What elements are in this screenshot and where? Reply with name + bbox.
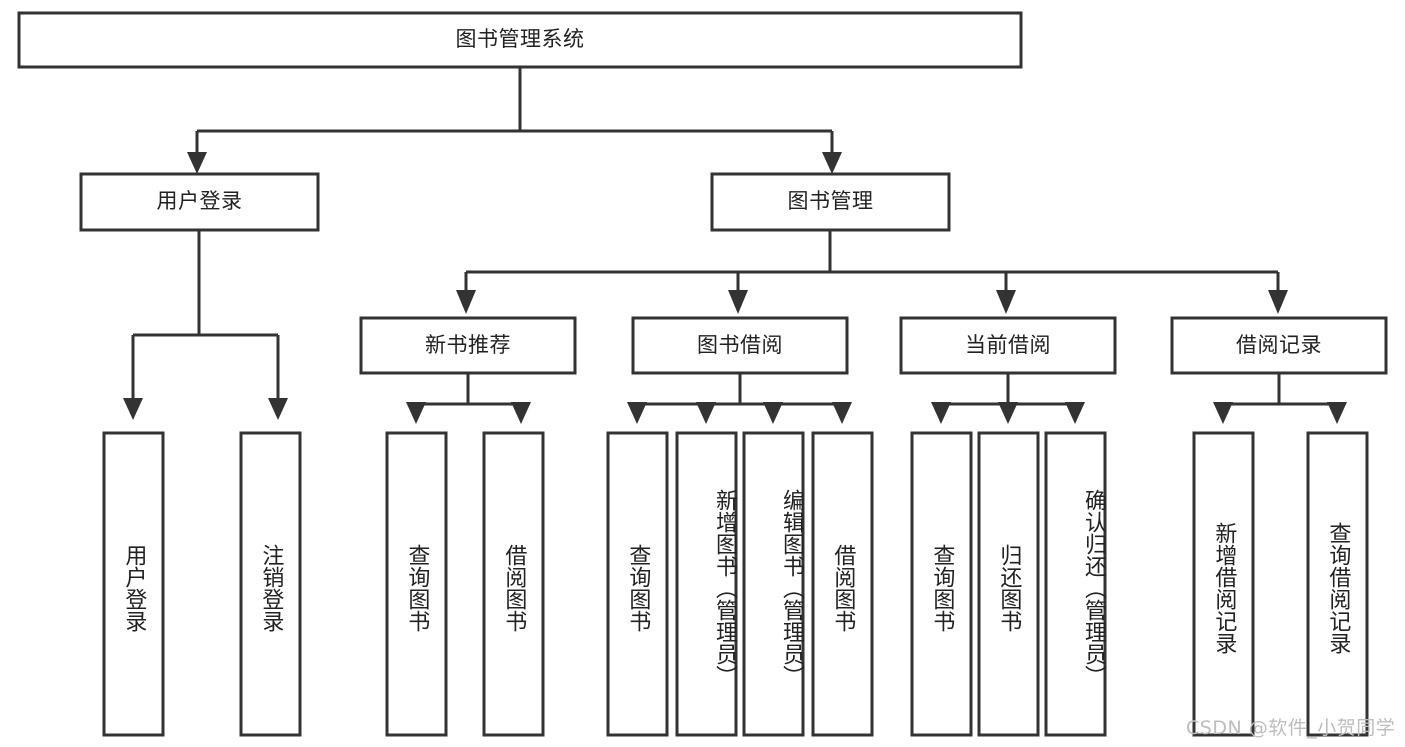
connector-user-login-branch [131, 230, 280, 401]
arrow-to-leaf-add-record [1213, 402, 1233, 424]
arrow-to-leaf-add-book [696, 402, 716, 424]
node-book-management [710, 172, 951, 232]
watermark-text: CSDN @软件_小贺同学 [1186, 717, 1396, 739]
arrow-to-leaf-query-record [1327, 402, 1347, 424]
arrow-to-leaf-query-book-1 [406, 402, 426, 424]
connector-root-trunk [195, 67, 834, 158]
node-borrow-record [1170, 316, 1388, 375]
connector-current-borrow-branch [939, 373, 1077, 406]
arrow-to-leaf-confirm-return [1065, 402, 1085, 424]
node-new-book-recommend [359, 316, 577, 375]
leaf-box-return-book [977, 431, 1040, 737]
leaf-box-confirm-return-admin [1044, 431, 1107, 737]
arrow-to-leaf-query-book-2 [627, 402, 647, 424]
arrow-to-book-borrow [728, 290, 748, 314]
arrow-to-user-login [187, 152, 207, 174]
node-user-login [79, 172, 320, 232]
leaf-box-query-borrow-record [1306, 431, 1369, 737]
arrow-to-borrow-record [1268, 290, 1288, 314]
arrow-to-leaf-borrow-book-2 [832, 402, 852, 424]
node-current-borrow [899, 316, 1117, 375]
arrow-to-leaf-logout [268, 398, 288, 420]
leaf-box-user-login [102, 431, 165, 737]
arrow-to-book-management [822, 152, 842, 174]
connector-borrow-record-branch [1221, 373, 1339, 406]
arrow-to-leaf-user-login [123, 398, 143, 420]
arrow-to-current-borrow [996, 290, 1016, 314]
leaf-box-query-book-2 [606, 431, 669, 737]
node-root-book-management-system [17, 11, 1023, 69]
leaf-box-borrow-book-1 [482, 431, 545, 737]
leaf-box-borrow-book-2 [811, 431, 874, 737]
arrow-to-leaf-borrow-book-1 [511, 402, 531, 424]
arrow-to-leaf-edit-book [763, 402, 783, 424]
leaf-box-add-book-admin [675, 431, 738, 737]
connector-new-book-recommend-branch [414, 373, 523, 406]
connector-book-borrow-branch [635, 373, 844, 406]
arrow-to-new-book-recommend [456, 290, 476, 314]
arrow-to-leaf-return-book [998, 402, 1018, 424]
leaf-box-query-book-3 [910, 431, 973, 737]
connector-book-management-branch [464, 230, 1280, 295]
leaf-box-logout [239, 431, 302, 737]
leaf-box-query-book-1 [385, 431, 448, 737]
leaf-box-edit-book-admin [742, 431, 805, 737]
arrow-to-leaf-query-book-3 [931, 402, 951, 424]
node-book-borrow [631, 316, 849, 375]
leaf-box-add-borrow-record [1192, 431, 1255, 737]
